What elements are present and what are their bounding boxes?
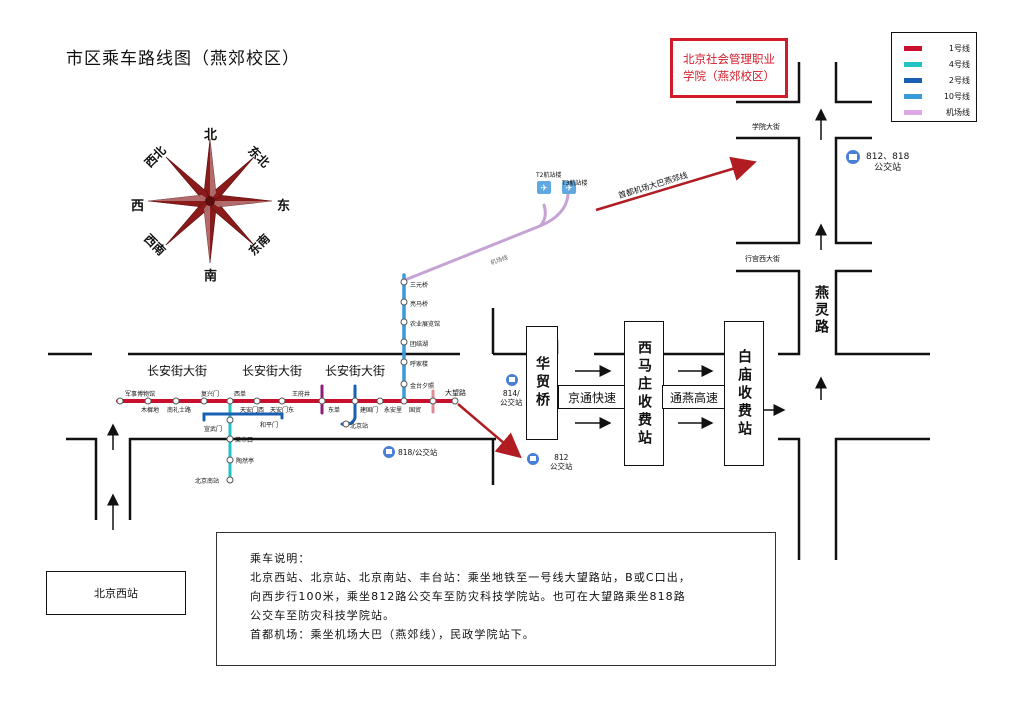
station-tamw: 天安门西 (240, 407, 265, 414)
compass-e-label: 东 (277, 199, 291, 214)
bus-stop-814-label: 814/公交站 (500, 389, 523, 407)
direction-arrows (107, 108, 827, 530)
station-trt: 陶然亭 (236, 458, 255, 465)
line2-path (202, 412, 284, 422)
note-line2: 向西步行100米，乘坐812路公交车至防灾科技学院站。也可在大望路乘坐818路 (250, 590, 686, 603)
note-line4: 首都机场：乘坐机场大巴（燕郊线），民政学院站下。 (250, 628, 535, 641)
station-jtxz: 金台夕照 (410, 383, 435, 390)
note-line3: 公交车至防灾科技学院站。 (250, 609, 396, 622)
airplane-icon-t2: ✈ (537, 181, 551, 194)
road-network (48, 62, 930, 560)
road-changan-2: 长安街大街 (242, 364, 303, 378)
bus-stop-icon-812-818 (846, 150, 860, 164)
tongyan-expressway-box: 通燕高速 (662, 385, 726, 409)
station-bjnz: 北京南站 (195, 478, 220, 485)
station-lmq: 亮马桥 (410, 301, 429, 308)
line2-east-path (340, 384, 357, 426)
legend-item-line10: 10号线 (900, 91, 976, 103)
station-xd: 西单 (234, 391, 247, 398)
station-jbwg: 军事博物馆 (125, 391, 156, 398)
note-heading: 乘车说明： (250, 552, 311, 565)
svg-text:✈: ✈ (565, 184, 573, 194)
compass-w-label: 西 (131, 199, 145, 214)
station-fxm: 复兴门 (201, 391, 220, 398)
station-mxd: 木樨地 (141, 407, 160, 414)
airport-line-path (403, 193, 570, 282)
beijing-west-station-box: 北京西站 (46, 571, 186, 615)
t2-label: T2航站楼 (536, 172, 562, 179)
station-tjh: 团结湖 (410, 341, 429, 348)
campus-name-line1: 北京社会管理职业 (683, 52, 775, 66)
ximazhuang-toll-box: 西马庄收费站 (624, 321, 664, 466)
note-line1: 北京西站、北京站、北京南站、丰台站：乘坐地铁至一号线大望路站，B或C口出， (250, 571, 691, 584)
legend: 1号线 4号线 2号线 10号线 机场线 (891, 32, 977, 122)
station-nlsl: 南礼士路 (167, 407, 192, 414)
station-gm: 国贸 (409, 407, 422, 414)
compass-rose-icon (147, 138, 273, 264)
station-syq: 三元桥 (410, 282, 429, 289)
station-xwm: 宣武门 (204, 426, 223, 433)
t3-label: T3航站楼 (562, 180, 588, 187)
compass-s-label: 南 (204, 269, 218, 284)
station-tame: 天安门东 (270, 407, 295, 414)
bus-stop-icon-818 (383, 446, 395, 458)
station-yal: 永安里 (384, 407, 403, 414)
station-nyzlg: 农业展览馆 (410, 321, 441, 328)
huamao-bridge-box: 华贸桥 (526, 326, 558, 440)
campus-name-line2: 学院（燕郊校区） (683, 69, 775, 83)
station-wfj: 王府井 (292, 391, 311, 398)
subway-lines (116, 193, 570, 482)
compass-n-label: 北 (204, 128, 218, 143)
road-changan-1: 长安街大街 (147, 364, 208, 378)
station-jgm: 建国门 (360, 407, 379, 414)
bus-stop-icon-812 (527, 453, 539, 465)
baimiao-toll-box: 白庙收费站 (724, 321, 764, 466)
bus-stop-818-label: 818/公交站 (398, 448, 438, 457)
travel-instructions: 乘车说明： 北京西站、北京站、北京南站、丰台站：乘坐地铁至一号线大望路站，B或C… (216, 532, 776, 666)
station-dd: 东单 (328, 407, 341, 414)
station-dots (116, 278, 459, 484)
road-changan-3: 长安街大街 (325, 364, 386, 378)
svg-text:✈: ✈ (540, 184, 548, 194)
airport-bus-route-arrow (595, 156, 757, 212)
road-xueyuan: 学院大街 (752, 123, 780, 131)
legend-item-airport-line: 机场线 (900, 107, 976, 119)
station-hpm: 和平门 (260, 422, 279, 429)
station-dwl: 大望路 (445, 389, 466, 397)
legend-item-line2: 2号线 (900, 75, 976, 87)
campus-label-box: 北京社会管理职业 学院（燕郊校区） (670, 38, 788, 98)
road-xinggong: 行宫西大街 (745, 255, 780, 263)
road-yanling: 燕灵路 (813, 285, 829, 336)
route-arrow-to-812 (457, 403, 522, 459)
airplane-icon-t3: ✈ (562, 181, 576, 194)
legend-item-line4: 4号线 (900, 59, 976, 71)
legend-item-line1: 1号线 (900, 43, 976, 55)
station-bjz: 北京站 (350, 423, 369, 430)
station-hjl: 呼家楼 (410, 361, 429, 368)
station-ctk: 菜市口 (235, 437, 254, 444)
page-title: 市区乘车路线图（燕郊校区） (66, 49, 300, 69)
jingtong-expressway-box: 京通快速 (558, 385, 626, 409)
bus-stop-icon-814 (506, 374, 518, 386)
